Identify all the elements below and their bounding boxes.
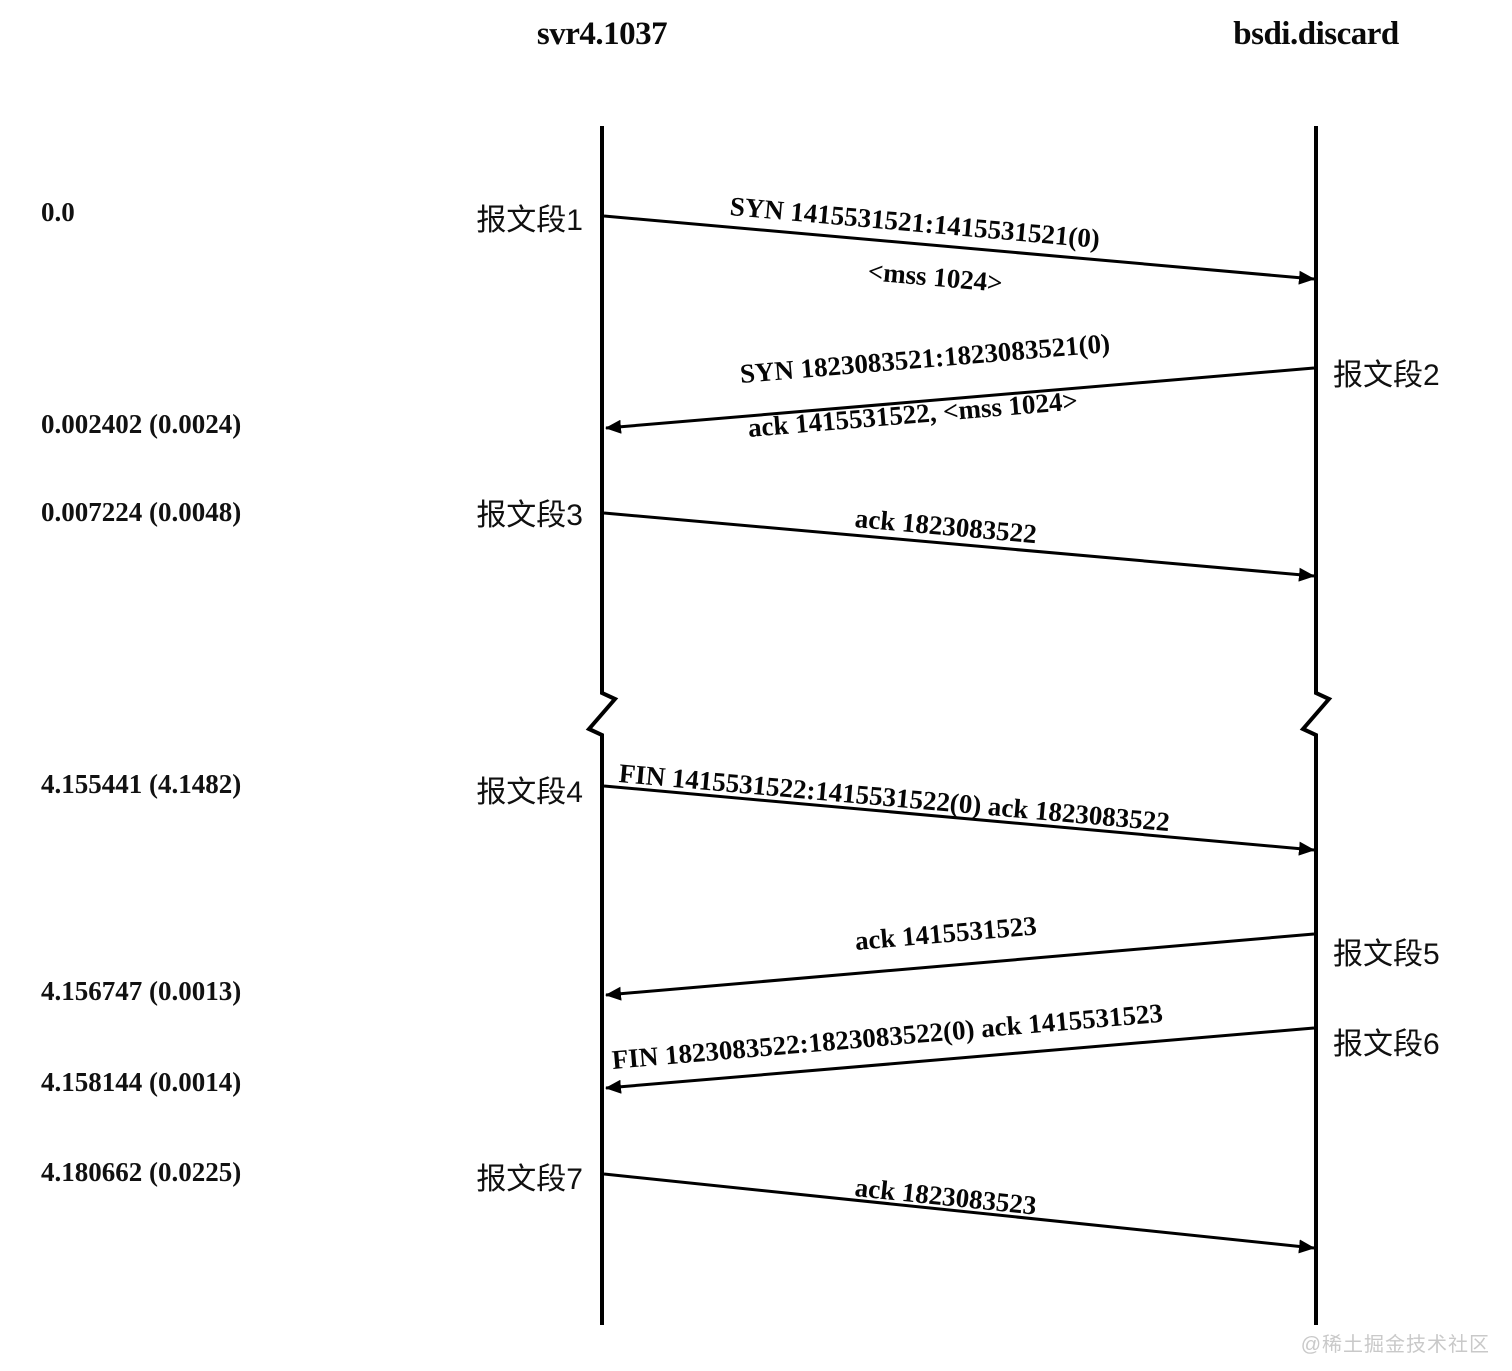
- timestamp-7: 4.180662 (0.0225): [41, 1157, 242, 1187]
- message-arrow-3: [603, 511, 1315, 582]
- timestamp-4: 4.155441 (4.1482): [41, 769, 242, 799]
- segment-label-4: 报文段4: [476, 776, 583, 809]
- lifelines-group: [585, 126, 1333, 1325]
- host-label-right: bsdi.discard: [1233, 16, 1399, 52]
- watermark: @稀土掘金技术社区: [1300, 1334, 1490, 1356]
- segment-label-2: 报文段2: [1333, 359, 1440, 392]
- message-arrow-2: [605, 366, 1315, 434]
- segment-label-1: 报文段1: [476, 204, 583, 237]
- host-label-left: svr4.1037: [536, 16, 668, 52]
- timestamp-1: 0.0: [41, 197, 75, 227]
- lifeline-right: [1299, 126, 1333, 1325]
- segment-label-5: 报文段5: [1333, 938, 1440, 971]
- timestamp-5: 4.156747 (0.0013): [41, 976, 242, 1006]
- timestamp-2: 0.002402 (0.0024): [41, 409, 242, 439]
- message-arrow-5: [605, 932, 1315, 1001]
- timestamp-6: 4.158144 (0.0014): [41, 1067, 242, 1097]
- segment-label-7: 报文段7: [476, 1163, 583, 1196]
- message-arrow-4: [603, 784, 1315, 856]
- message-arrow-6: [605, 1026, 1315, 1094]
- lifeline-left: [585, 126, 619, 1325]
- segment-label-6: 报文段6: [1333, 1028, 1440, 1061]
- segment-label-3: 报文段3: [476, 499, 583, 532]
- timestamp-3: 0.007224 (0.0048): [41, 497, 242, 527]
- message-arrows-group: [603, 214, 1315, 1254]
- message-arrow-7: [603, 1172, 1315, 1254]
- message-arrow-1: [603, 214, 1315, 285]
